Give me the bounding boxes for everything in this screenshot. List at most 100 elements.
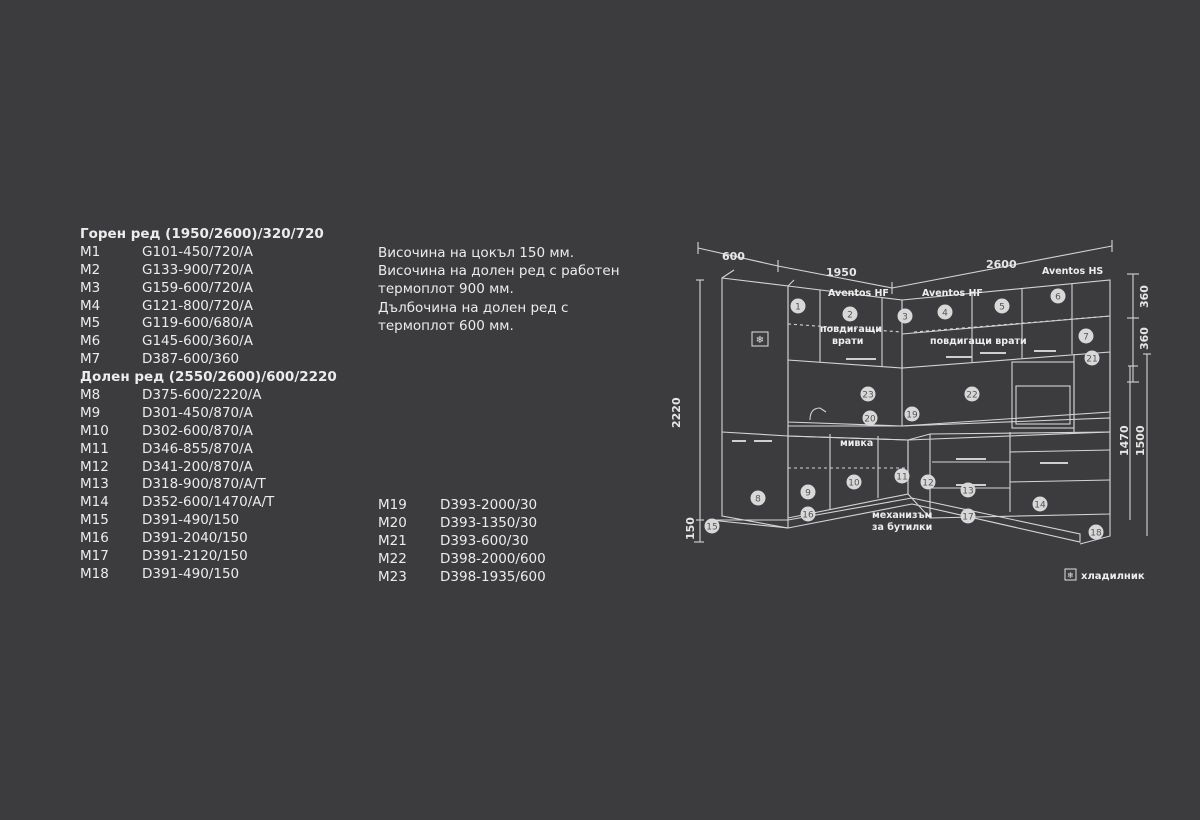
dim-360-bottom: 360 (1138, 327, 1151, 350)
marker-number: 6 (1055, 292, 1061, 302)
module-spec: D391-490/150 (142, 565, 240, 582)
dim-360-top: 360 (1138, 285, 1151, 308)
dim-1500: 1500 (1134, 425, 1147, 456)
kitchen-diagram: ❄ 600 1950 2600 2220 150 360 360 1470 15… (670, 240, 1151, 582)
marker-number: 11 (896, 472, 907, 482)
marker-7: 7 (1078, 328, 1094, 344)
marker-8: 8 (750, 490, 766, 506)
marker-15: 15 (704, 518, 720, 534)
diagram-labels: Aventos HF Aventos HF Aventos HS повдига… (820, 266, 1103, 533)
upper-row-list: Горен ред (1950/2600)/320/720 M1 G101-450… (80, 226, 337, 584)
marker-number: 7 (1083, 332, 1089, 342)
fridge-icon: ❄ (751, 331, 769, 347)
note-line: термоплот 900 мм. (378, 281, 514, 298)
module-code: M18 (80, 565, 109, 582)
module-code: M21 (378, 532, 407, 549)
label-aventos-hf-left: Aventos HF (828, 288, 889, 299)
marker-number: 5 (999, 302, 1005, 312)
module-code: M23 (378, 568, 407, 585)
marker-number: 19 (906, 410, 918, 420)
dim-2220: 2220 (670, 397, 683, 428)
module-code: M7 (80, 351, 101, 368)
label-lift-doors-2: повдигащи врати (930, 336, 1027, 347)
dim-1470: 1470 (1118, 425, 1131, 456)
extra-row-item: M19 D393-2000/30 (378, 497, 546, 515)
module-code: M20 (378, 514, 407, 531)
module-spec: D346-855/870/A (142, 440, 253, 457)
note-line: Дълбочина на долен ред с (378, 299, 569, 316)
module-spec: D341-200/870/A (142, 458, 253, 475)
lower-row-item: M11 D346-855/870/A (80, 441, 337, 459)
module-code: M8 (80, 387, 101, 404)
module-spec: G133-900/720/A (142, 261, 253, 278)
marker-number: 15 (706, 522, 717, 532)
extra-row-item: M21 D393-600/30 (378, 533, 546, 551)
lower-row-item: M8 D375-600/2220/A (80, 387, 337, 405)
label-sink: мивка (840, 438, 873, 449)
module-spec: D301-450/870/A (142, 404, 253, 421)
marker-number: 8 (755, 494, 761, 504)
marker-21: 21 (1084, 350, 1100, 366)
upper-row-item: M7 D387-600/360 (80, 351, 337, 369)
module-spec: D393-1350/30 (440, 514, 538, 531)
upper-row-item: M1 G101-450/720/A (80, 244, 337, 262)
module-spec: G159-600/720/A (142, 279, 253, 296)
module-code: M11 (80, 440, 109, 457)
marker-number: 20 (864, 414, 876, 424)
module-spec: G145-600/360/A (142, 333, 253, 350)
module-spec: D393-2000/30 (440, 497, 538, 513)
svg-text:❄: ❄ (1067, 571, 1074, 580)
module-spec: D375-600/2220/A (142, 387, 262, 404)
marker-number: 9 (805, 488, 811, 498)
module-code: M19 (378, 497, 407, 513)
extra-row-item: M20 D393-1350/30 (378, 515, 546, 533)
marker-4: 4 (937, 304, 953, 320)
module-code: M14 (80, 494, 109, 511)
module-code: M3 (80, 279, 101, 296)
marker-number: 21 (1086, 354, 1097, 364)
module-code: M22 (378, 550, 407, 567)
module-spec: G101-450/720/A (142, 243, 253, 260)
lower-row-item: M18 D391-490/150 (80, 566, 337, 584)
marker-12: 12 (920, 474, 936, 490)
marker-22: 22 (964, 386, 980, 402)
label-mechanism-1: механизъм (872, 510, 932, 521)
marker-number: 13 (962, 486, 973, 496)
marker-17: 17 (960, 508, 976, 524)
marker-2: 2 (842, 306, 858, 322)
marker-number: 4 (942, 308, 948, 318)
marker-20: 20 (862, 410, 878, 426)
notes: Височина на цокъл 150 мм. Височина на до… (378, 244, 620, 335)
module-code: M15 (80, 512, 109, 529)
module-spec: D352-600/1470/A/T (142, 494, 275, 511)
upper-row-heading: Горен ред (1950/2600)/320/720 (80, 226, 324, 242)
marker-23: 23 (860, 386, 876, 402)
label-lift-doors-1a: повдигащи (820, 324, 882, 335)
marker-3: 3 (897, 308, 913, 324)
module-code: M1 (80, 243, 101, 260)
lower-row-item: M9 D301-450/870/A (80, 405, 337, 423)
module-spec: D391-490/150 (142, 512, 240, 529)
module-spec: D398-1935/600 (440, 568, 546, 585)
module-spec: D398-2000/600 (440, 550, 546, 567)
note-line: Височина на долен ред с работен (378, 263, 620, 280)
extra-row-item: M22 D398-2000/600 (378, 551, 546, 569)
marker-number: 17 (962, 512, 973, 522)
marker-number: 10 (848, 478, 860, 488)
marker-1: 1 (790, 298, 806, 314)
legend-label: хладилник (1081, 571, 1145, 582)
marker-14: 14 (1032, 496, 1048, 512)
lower-row-heading: Долен ред (2550/2600)/600/2220 (80, 369, 337, 386)
module-code: M9 (80, 404, 101, 421)
module-spec: D318-900/870/A/T (142, 476, 266, 493)
module-spec: D391-2040/150 (142, 530, 248, 547)
marker-9: 9 (800, 484, 816, 500)
module-spec: D387-600/360 (142, 351, 240, 368)
module-spec: D302-600/870/A (142, 422, 253, 439)
module-spec: D393-600/30 (440, 532, 529, 549)
marker-number: 18 (1090, 528, 1102, 538)
marker-6: 6 (1050, 288, 1066, 304)
